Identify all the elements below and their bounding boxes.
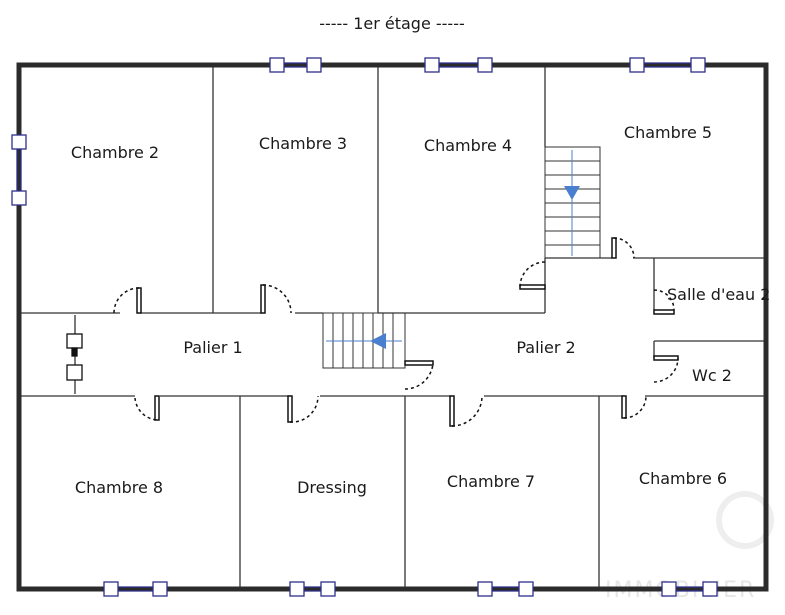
stair-arrow-left-icon [370,333,386,349]
room-label-chambre-3: Chambre 3 [259,134,347,153]
room-label-palier-2: Palier 2 [516,338,575,357]
stair-arrow-down-icon [564,186,580,200]
room-label-chambre-6: Chambre 6 [639,469,727,488]
floor-title: ----- 1er étage ----- [319,14,465,33]
room-label-chambre-8: Chambre 8 [75,478,163,497]
room-label-palier-1: Palier 1 [183,338,242,357]
outer-walls [16,62,769,592]
watermark-logo [716,491,774,549]
staircase-lower [322,312,406,369]
room-label-wc-2: Wc 2 [692,366,732,385]
room-label-chambre-5: Chambre 5 [624,123,712,142]
room-label-chambre-2: Chambre 2 [71,143,159,162]
windows [11,57,718,597]
doors [113,237,679,427]
room-label-chambre-7: Chambre 7 [447,472,535,491]
fixture-symbols [66,333,83,381]
room-label-dressing: Dressing [297,478,367,497]
room-label-chambre-4: Chambre 4 [424,136,512,155]
staircase-upper [544,146,601,259]
room-label-salle-deau-2: Salle d'eau 2 [667,285,770,304]
